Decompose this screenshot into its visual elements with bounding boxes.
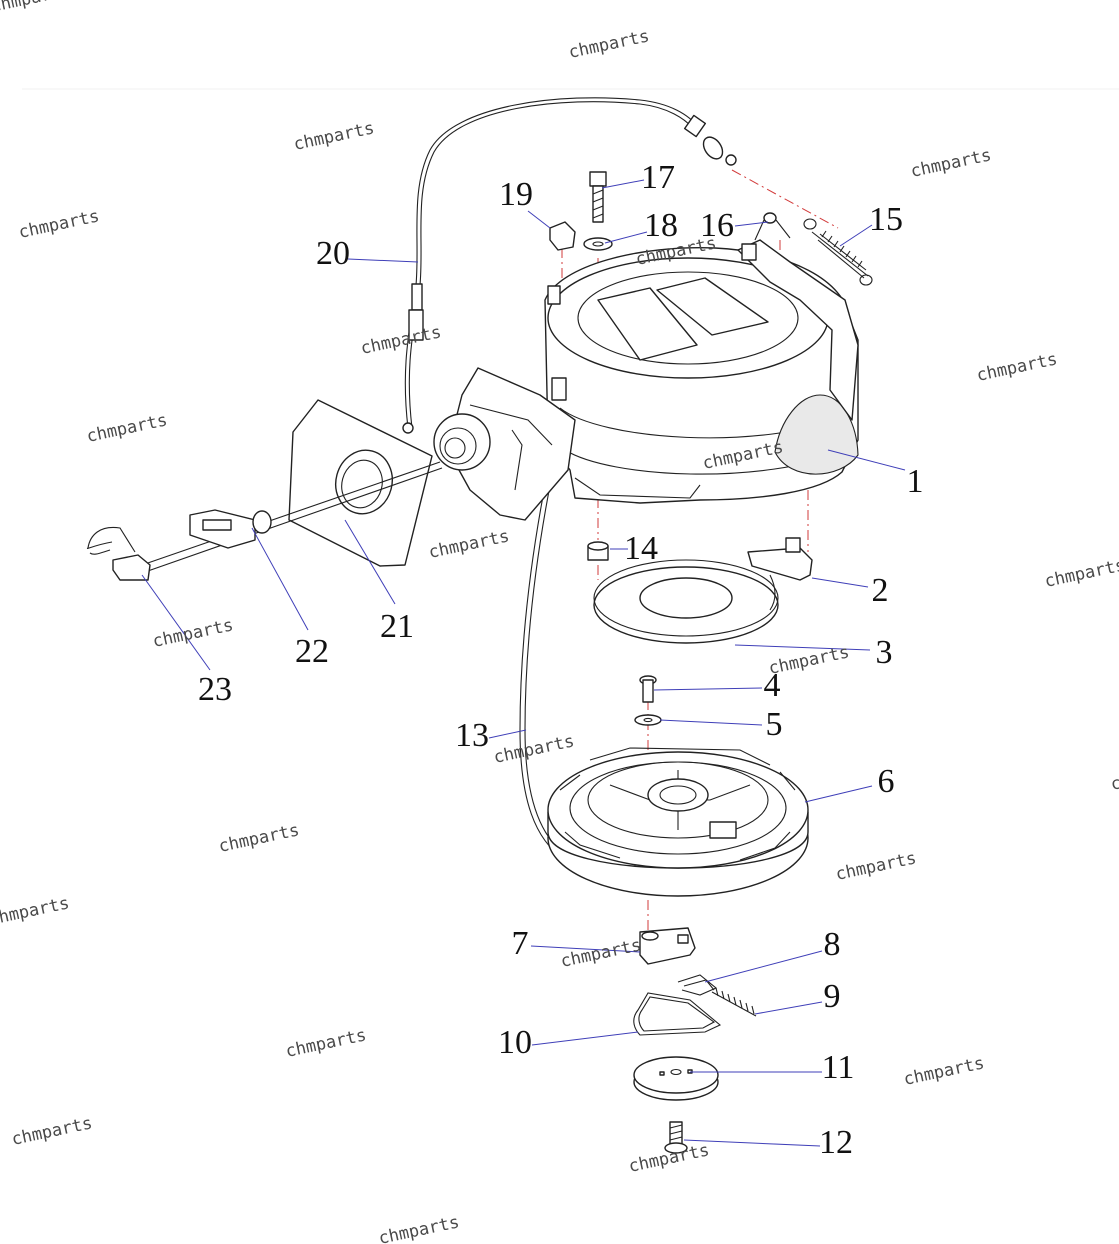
watermark-text: chmparts: [1109, 758, 1119, 795]
leader-line-19: [527, 210, 551, 229]
watermark-text: chmparts: [359, 322, 443, 359]
torsion-spring: [754, 212, 791, 241]
lever: [747, 537, 813, 581]
part-label-2: 2: [872, 572, 889, 609]
part-label-1: 1: [907, 463, 924, 500]
part-label-17: 17: [641, 159, 675, 196]
watermark-text: chmparts: [85, 410, 169, 447]
leader-line-18: [604, 231, 648, 244]
part-label-15: 15: [869, 201, 903, 238]
watermark-text: chmparts: [10, 1113, 94, 1150]
leader-line-21: [344, 519, 396, 605]
part-label-22: 22: [295, 633, 329, 670]
rubber-pad: [288, 399, 433, 567]
part-label-4: 4: [764, 667, 781, 704]
pawl: [639, 927, 696, 965]
part-label-18: 18: [644, 207, 678, 244]
leader-line-13: [488, 729, 527, 739]
watermark-text: chmparts: [0, 893, 71, 930]
leader-line-8: [704, 950, 823, 983]
recoil-spring: [593, 559, 779, 644]
leader-line-6: [804, 785, 873, 803]
part-label-20: 20: [316, 235, 350, 272]
leader-line-1: [827, 449, 906, 471]
part-label-11: 11: [822, 1049, 855, 1086]
rod-clip: [112, 554, 151, 581]
pulley-reel: [547, 747, 809, 897]
watermark-text: chmparts: [217, 820, 301, 857]
leader-line-16: [734, 221, 769, 227]
part-label-10: 10: [498, 1024, 532, 1061]
leader-line-17: [601, 179, 645, 189]
leader-line-12: [683, 1139, 821, 1147]
leader-line-5: [659, 719, 763, 726]
bushing: [587, 541, 609, 561]
leader-line-9: [754, 1001, 823, 1015]
leader-line-4: [653, 687, 763, 691]
watermark-text: chmparts: [0, 0, 73, 17]
watermark-text: chmparts: [1043, 555, 1119, 592]
leader-line-15: [839, 224, 873, 247]
throttle-rod: [86, 461, 443, 573]
part-label-9: 9: [824, 978, 841, 1015]
leader-line-22: [251, 527, 309, 631]
watermark-text: chmparts: [284, 1025, 368, 1062]
throttle-cable: [402, 97, 737, 434]
pulley-washer: [634, 714, 662, 726]
leader-line-10: [531, 1031, 639, 1046]
leader-line-3: [734, 644, 871, 651]
watermark-text: chmparts: [492, 731, 576, 768]
part-label-3: 3: [876, 634, 893, 671]
flat-washer: [583, 237, 613, 251]
retainer-plate: [633, 1056, 719, 1101]
starter-rope: [519, 469, 569, 861]
part-label-16: 16: [700, 207, 734, 244]
watermark-text: chmparts: [17, 206, 101, 243]
screw: [639, 675, 657, 703]
watermark-text: chmparts: [292, 118, 376, 155]
watermark-text: chmparts: [902, 1053, 986, 1090]
leader-line-2: [811, 577, 869, 588]
part-label-23: 23: [198, 671, 232, 708]
watermark-text: chmparts: [377, 1212, 461, 1244]
watermark-text: chmparts: [427, 526, 511, 563]
leader-lines: [141, 179, 906, 1147]
hex-bolt: [589, 171, 607, 223]
extension-spring: [803, 218, 873, 286]
watermark-text: chmparts: [909, 145, 993, 182]
part-label-7: 7: [512, 925, 529, 962]
part-label-21: 21: [380, 608, 414, 645]
square-nut: [549, 221, 576, 251]
friction-spring: [633, 992, 722, 1036]
leader-line-7: [530, 945, 641, 953]
part-label-12: 12: [819, 1124, 853, 1161]
leader-line-23: [141, 574, 211, 671]
part-label-19: 19: [499, 176, 533, 213]
starter-housing: [433, 239, 859, 521]
retainer-clip: [677, 974, 718, 996]
part-label-14: 14: [624, 530, 658, 567]
part-label-8: 8: [824, 926, 841, 963]
part-label-5: 5: [766, 706, 783, 743]
watermark-text: chmparts: [567, 26, 651, 63]
leader-line-20: [347, 258, 419, 263]
watermark-text: chmparts: [834, 848, 918, 885]
center-screw: [664, 1121, 688, 1154]
rod-grommet: [189, 509, 272, 549]
watermark-text: chmparts: [975, 349, 1059, 386]
part-label-13: 13: [455, 717, 489, 754]
pawl-spring: [711, 987, 757, 1017]
watermark-text: chmparts: [559, 935, 643, 972]
part-label-6: 6: [878, 763, 895, 800]
